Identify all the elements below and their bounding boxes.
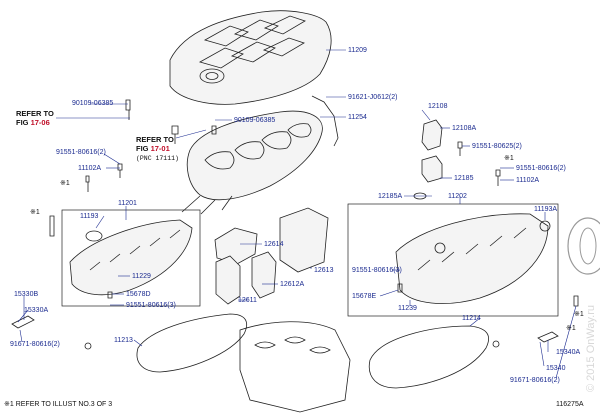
label-11193a: 11193A xyxy=(534,206,557,213)
label-11202: 11202 xyxy=(448,193,467,200)
refer-to-fig-17-06[interactable]: REFER TO FIG 17-06 xyxy=(16,109,130,127)
engine-cover-drawing xyxy=(169,10,332,105)
label-11229: 11229 xyxy=(132,273,151,280)
watermark: © 2015 OnWay.ru xyxy=(585,305,597,392)
ref1-line2: FIG 17-06 xyxy=(16,118,50,127)
label-12108a: 12108A xyxy=(452,125,476,132)
right-head-cover-drawing xyxy=(395,213,551,304)
toyota-emblem-icon xyxy=(567,217,600,275)
label-90109-06385-mid: 90109-06385 xyxy=(234,117,275,124)
right-cover-box xyxy=(347,203,559,317)
star-mark: ※1 xyxy=(566,325,576,332)
label-11201: 11201 xyxy=(118,200,137,207)
label-12611: 12611 xyxy=(238,297,257,304)
left-cover-box xyxy=(61,209,201,307)
small-parts-drawing xyxy=(11,95,579,350)
label-12185a: 12185A xyxy=(378,193,402,200)
label-15678e: 15678E xyxy=(352,293,376,300)
label-12614: 12614 xyxy=(264,241,284,248)
refer-to-fig-17-01[interactable]: REFER TO FIG 17-01 (PNC 17111) xyxy=(136,129,207,162)
illustration-number: 116275A xyxy=(556,401,584,408)
ref2-line1: REFER TO xyxy=(136,135,174,144)
label-11239: 11239 xyxy=(398,305,417,312)
ref2-pnc: (PNC 17111) xyxy=(136,155,179,162)
label-11102a-right: 11102A xyxy=(516,177,539,184)
leader-lines xyxy=(17,49,577,379)
left-head-cover-drawing xyxy=(69,219,193,296)
label-91621-j0612: 91621-J0612(2) xyxy=(348,94,397,101)
gaskets-drawing xyxy=(136,313,489,389)
cylinder-block-drawing xyxy=(239,321,351,413)
label-91551-80616-mid: 91551-80616(3) xyxy=(126,302,176,309)
label-11102a-left: 11102A xyxy=(78,165,101,172)
label-91551-80625: 91551-80625(2) xyxy=(472,143,522,150)
intake-manifold-drawing xyxy=(181,110,323,215)
label-90109-06385-top: 90109-06385 xyxy=(72,100,113,107)
label-15330a: 15330A xyxy=(24,307,48,314)
label-12613: 12613 xyxy=(314,267,334,274)
star-mark: ※1 xyxy=(574,311,584,318)
label-12108: 12108 xyxy=(428,103,448,110)
label-11214: 11214 xyxy=(462,315,481,322)
label-91551-80616-left: 91551-80616(2) xyxy=(56,149,106,156)
ref1-line1: REFER TO xyxy=(16,109,54,118)
label-15340: 15340 xyxy=(546,365,566,372)
star-mark: ※1 xyxy=(30,209,40,216)
star-mark: ※1 xyxy=(60,180,70,187)
star-mark: ※1 xyxy=(504,155,514,162)
oil-cap-drawing xyxy=(413,119,443,200)
insulator-drawings xyxy=(214,207,329,305)
label-91671-80616-left: 91671-80616(2) xyxy=(10,341,60,348)
label-15678d: 15678D xyxy=(126,291,151,298)
label-11254: 11254 xyxy=(348,114,367,121)
label-12612a: 12612A xyxy=(280,281,304,288)
label-91551-80616-right: 91551-80616(2) xyxy=(516,165,566,172)
label-91551-80616-right3: 91551-80616(3) xyxy=(352,267,402,274)
label-11209: 11209 xyxy=(348,47,367,54)
label-12185: 12185 xyxy=(454,175,474,182)
label-15340a: 15340A xyxy=(556,349,580,356)
ref2-line2: FIG 17-01 xyxy=(136,144,170,153)
label-11193-left: 11193 xyxy=(80,213,99,220)
label-91671-80616-right: 91671-80616(2) xyxy=(510,377,560,384)
label-15330b: 15330B xyxy=(14,291,38,298)
footer-note: ※1 REFER TO ILLUST NO.3 OF 3 xyxy=(4,401,112,408)
label-11213: 11213 xyxy=(114,337,133,344)
